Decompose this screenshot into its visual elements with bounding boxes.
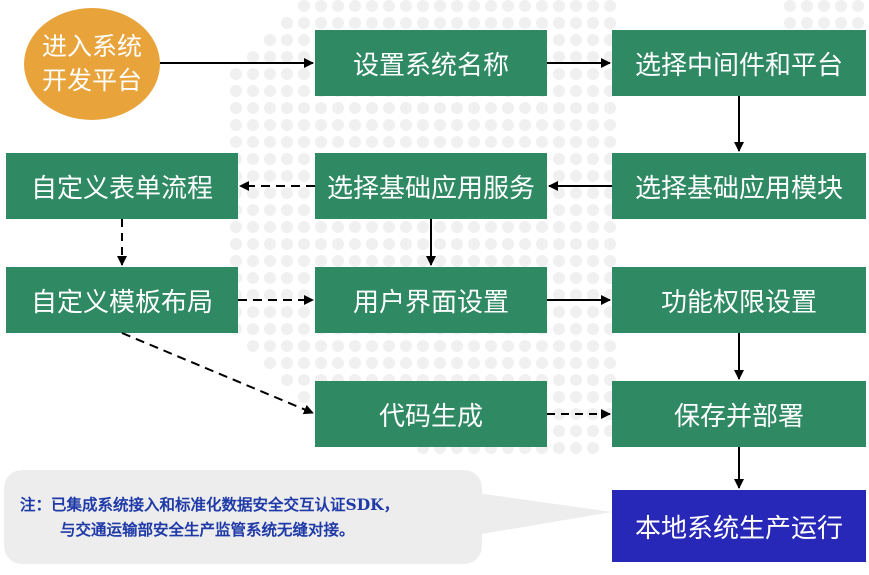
note-line2: 与交通运输部安全生产监管系统无缝对接。	[60, 520, 355, 539]
note-callout: 注：已集成系统接入和标准化数据安全交互认证SDK， 与交通运输部安全生产监管系统…	[4, 470, 482, 564]
step-save-deploy: 保存并部署	[612, 381, 866, 447]
step-custom-template-layout: 自定义模板布局	[6, 267, 238, 333]
start-node-line2: 开发平台	[41, 66, 142, 95]
step-choose-middleware-platform: 选择中间件和平台	[612, 30, 866, 96]
step-code-generation: 代码生成	[315, 381, 547, 447]
note-line1: 注：已集成系统接入和标准化数据安全交互认证SDK，	[20, 495, 400, 514]
step-ui-settings: 用户界面设置	[315, 267, 547, 333]
arrow-template-to-code	[121, 332, 314, 415]
step-choose-base-module: 选择基础应用模块	[612, 153, 866, 219]
start-node: 进入系统 开发平台	[24, 8, 160, 120]
step-permission-settings: 功能权限设置	[612, 267, 866, 333]
step-custom-form-flow: 自定义表单流程	[6, 153, 238, 219]
step-choose-base-service: 选择基础应用服务	[315, 153, 547, 219]
start-node-line1: 进入系统	[41, 32, 142, 61]
note-callout-tail	[470, 492, 612, 536]
step-local-production: 本地系统生产运行	[612, 490, 866, 562]
step-set-system-name: 设置系统名称	[315, 30, 547, 96]
